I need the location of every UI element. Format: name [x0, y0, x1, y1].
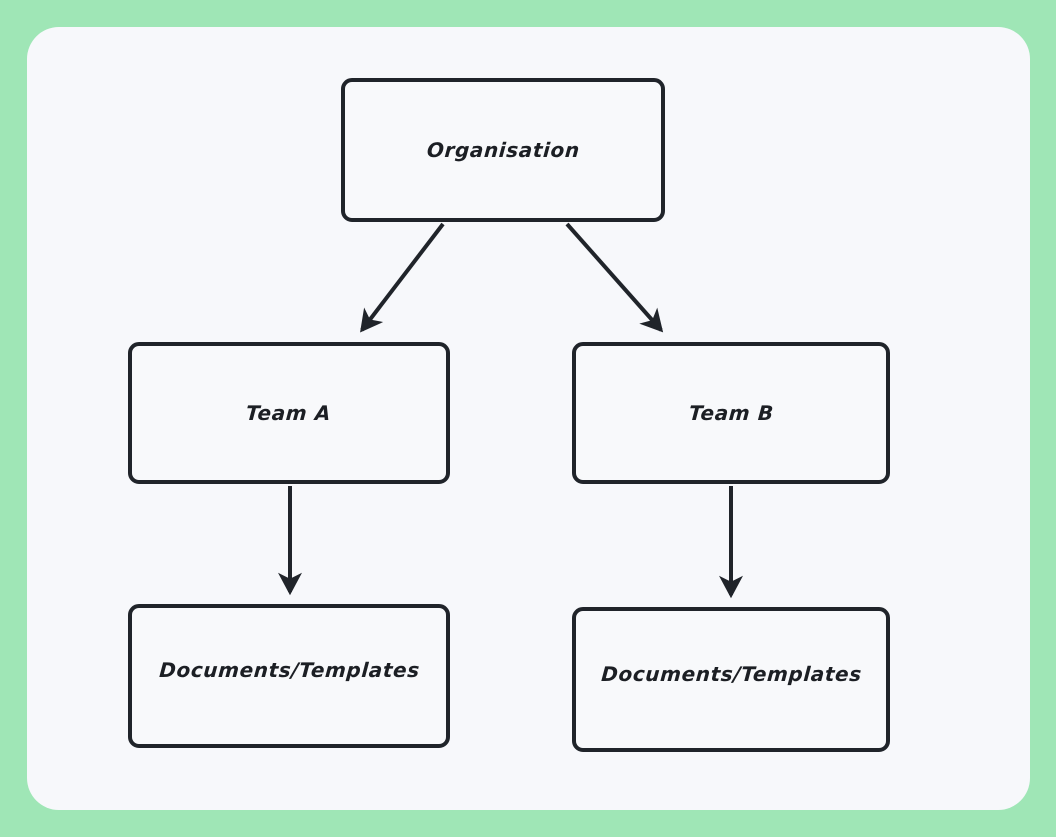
node-team-b-label: Team B [687, 401, 775, 425]
node-team-a-label: Team A [245, 401, 333, 425]
node-organisation[interactable]: Organisation [341, 78, 665, 222]
node-documents-templates-b[interactable]: Documents/Templates [572, 607, 890, 752]
node-documents-templates-b-label: Documents/Templates [600, 661, 863, 686]
node-documents-templates-a-label: Documents/Templates [158, 658, 421, 682]
node-organisation-label: Organisation [425, 138, 581, 162]
node-team-b[interactable]: Team B [572, 342, 890, 484]
node-documents-templates-a[interactable]: Documents/Templates [128, 604, 450, 748]
node-team-a[interactable]: Team A [128, 342, 450, 484]
